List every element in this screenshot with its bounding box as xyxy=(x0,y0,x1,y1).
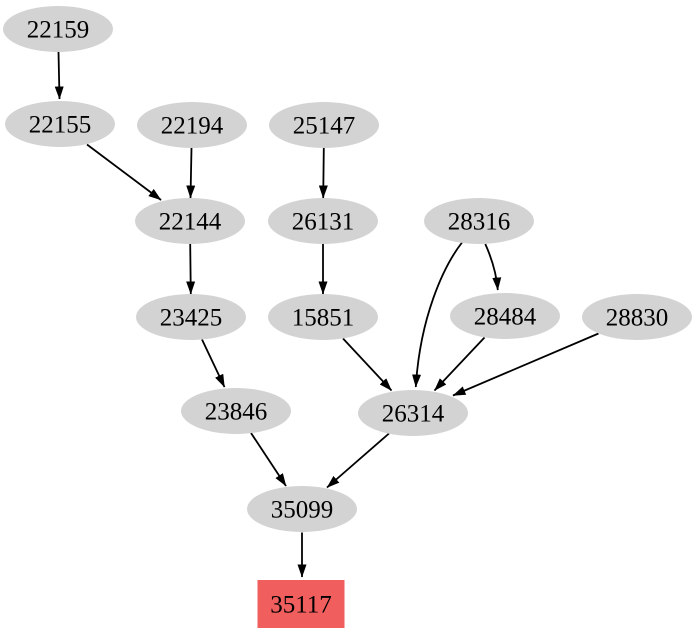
graph-node-23425: 23425 xyxy=(136,294,246,340)
graph-node-26131: 26131 xyxy=(268,198,378,244)
node-ellipse-shape xyxy=(135,198,245,244)
graph-edge-15851-26314 xyxy=(342,337,393,392)
graph-edge-28316-28484 xyxy=(484,243,502,291)
graph-edge-22144-23425 xyxy=(186,243,196,295)
graph-node-35099: 35099 xyxy=(247,486,357,532)
node-ellipse-shape xyxy=(137,102,247,148)
graph-node-22155: 22155 xyxy=(5,101,115,147)
graph-edge-28484-26314 xyxy=(433,336,486,392)
graph-edge-23846-35099 xyxy=(250,432,287,487)
graph-node-15851: 15851 xyxy=(268,294,378,340)
node-ellipse-shape xyxy=(268,294,378,340)
node-ellipse-shape xyxy=(247,486,357,532)
graph-edge-28830-26314 xyxy=(452,332,599,397)
node-ellipse-shape xyxy=(424,198,534,244)
node-label: 28830 xyxy=(606,304,669,331)
node-ellipse-shape xyxy=(582,294,692,340)
node-label: 26131 xyxy=(292,208,355,235)
node-ellipse-shape xyxy=(268,198,378,244)
node-label: 28484 xyxy=(474,303,537,330)
graph-node-25147: 25147 xyxy=(269,102,379,148)
graph-edge-28316-26314 xyxy=(412,241,463,388)
graph-edge-25147-26131 xyxy=(318,147,328,199)
node-label: 15851 xyxy=(292,304,355,331)
node-ellipse-shape xyxy=(358,390,468,436)
node-label: 28316 xyxy=(448,208,511,235)
graph-node-26314: 26314 xyxy=(358,390,468,436)
node-ellipse-shape xyxy=(450,293,560,339)
node-label: 23425 xyxy=(160,304,223,331)
graph-node-22159: 22159 xyxy=(3,6,113,52)
node-label: 22144 xyxy=(159,208,222,235)
node-label: 25147 xyxy=(293,112,356,139)
graph-edge-22159-22155 xyxy=(54,51,64,100)
node-label: 22159 xyxy=(27,16,90,43)
node-ellipse-shape xyxy=(136,294,246,340)
node-label: 35117 xyxy=(270,591,332,618)
node-box-shape xyxy=(257,580,345,628)
graph-node-35117: 35117 xyxy=(257,580,345,628)
node-ellipse-shape xyxy=(181,388,291,434)
graph-edge-26314-35099 xyxy=(326,432,390,489)
node-ellipse-shape xyxy=(5,101,115,147)
graph-node-28830: 28830 xyxy=(582,294,692,340)
graph-edge-22155-22144 xyxy=(86,143,162,201)
graph-node-23846: 23846 xyxy=(181,388,291,434)
graph-node-28316: 28316 xyxy=(424,198,534,244)
node-label: 22194 xyxy=(161,112,224,139)
node-ellipse-shape xyxy=(269,102,379,148)
node-label: 23846 xyxy=(205,398,268,425)
node-label: 26314 xyxy=(382,400,445,427)
graph-edge-23425-23846 xyxy=(201,339,226,388)
graph-node-22144: 22144 xyxy=(135,198,245,244)
graph-node-28484: 28484 xyxy=(450,293,560,339)
node-ellipse-shape xyxy=(3,6,113,52)
graph-node-22194: 22194 xyxy=(137,102,247,148)
node-label: 22155 xyxy=(29,111,92,138)
graph-edge-22194-22144 xyxy=(186,147,196,199)
node-label: 35099 xyxy=(271,496,334,523)
